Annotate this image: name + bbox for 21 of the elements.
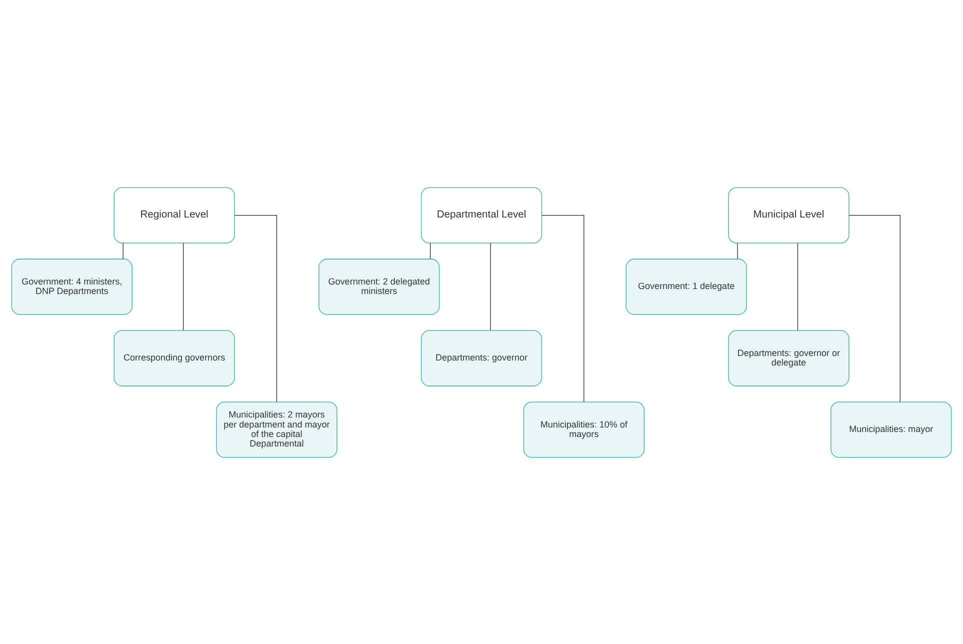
node-box: Government: 2 delegated ministers bbox=[318, 258, 440, 314]
node-box: Municipalities: 2 mayors per department and mayor of the capital Departmental bbox=[216, 401, 338, 458]
node-box: Departments: governor or delegate bbox=[728, 330, 850, 386]
connector bbox=[848, 214, 900, 402]
node-box: Departments: governor bbox=[420, 330, 542, 386]
connector bbox=[542, 214, 584, 402]
connector bbox=[183, 242, 184, 330]
node-box: Municipalities: mayor bbox=[830, 401, 952, 458]
connector bbox=[122, 242, 124, 259]
connector bbox=[234, 214, 278, 402]
node-box: Municipalities: 10% of mayors bbox=[523, 401, 644, 458]
node-box: Government: 1 delegate bbox=[626, 258, 747, 314]
connector bbox=[737, 242, 738, 259]
node-box: Government: 4 ministers, DNP Departments bbox=[11, 258, 132, 314]
node-box: Departmental Level bbox=[420, 186, 542, 243]
node-box: Corresponding governors bbox=[114, 330, 235, 386]
connector bbox=[797, 242, 798, 330]
node-box: Municipal Level bbox=[728, 186, 850, 243]
node-box: Regional Level bbox=[114, 186, 235, 243]
connector bbox=[430, 242, 431, 259]
connector bbox=[490, 242, 491, 330]
